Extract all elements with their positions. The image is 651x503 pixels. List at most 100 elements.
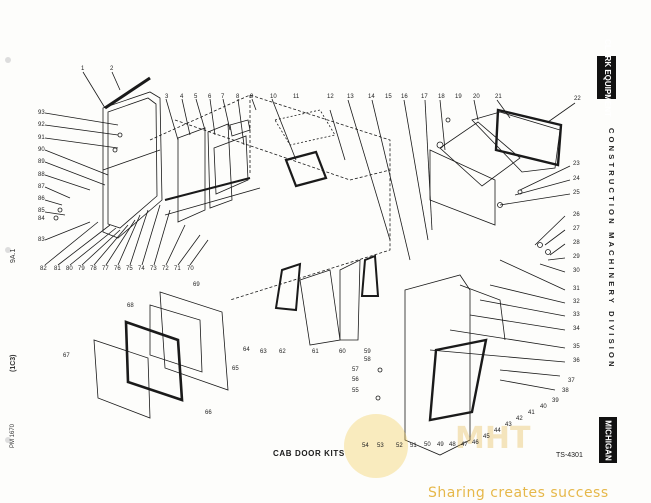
callout-19: 19 <box>455 94 462 100</box>
callout-7: 7 <box>221 94 225 100</box>
callout-87: 87 <box>38 184 45 190</box>
callout-30: 30 <box>573 268 580 274</box>
callout-5: 5 <box>194 94 198 100</box>
callout-16: 16 <box>401 94 408 100</box>
callout-69: 69 <box>193 282 200 288</box>
callout-28: 28 <box>573 240 580 246</box>
callout-47: 47 <box>461 442 468 448</box>
callout-59: 59 <box>364 349 371 355</box>
callout-18: 18 <box>438 94 445 100</box>
publication-date: PM 1670 <box>10 423 16 448</box>
callout-67: 67 <box>63 353 70 359</box>
callout-40: 40 <box>540 404 547 410</box>
callout-50: 50 <box>424 442 431 448</box>
callout-48: 48 <box>449 442 456 448</box>
callout-9: 9 <box>250 94 254 100</box>
callout-77: 77 <box>102 266 109 272</box>
callout-58: 58 <box>364 357 371 363</box>
callout-79: 79 <box>78 266 85 272</box>
callout-6: 6 <box>208 94 212 100</box>
callout-12: 12 <box>327 94 334 100</box>
callout-53: 53 <box>377 443 384 449</box>
callout-75: 75 <box>126 266 133 272</box>
callout-90: 90 <box>38 147 45 153</box>
callout-65: 65 <box>232 366 239 372</box>
callout-27: 27 <box>573 226 580 232</box>
callout-82: 82 <box>40 266 47 272</box>
callout-46: 46 <box>472 440 479 446</box>
callout-4: 4 <box>180 94 184 100</box>
callout-13: 13 <box>347 94 354 100</box>
callout-55: 55 <box>352 388 359 394</box>
callout-89: 89 <box>38 159 45 165</box>
callout-73: 73 <box>150 266 157 272</box>
callout-35: 35 <box>573 344 580 350</box>
callout-78: 78 <box>90 266 97 272</box>
callout-22: 22 <box>574 96 581 102</box>
diagram-caption: CAB DOOR KITS <box>273 449 345 458</box>
callout-71: 71 <box>174 266 181 272</box>
watermark-text: Sharing creates success <box>428 485 609 501</box>
callout-38: 38 <box>562 388 569 394</box>
callout-1: 1 <box>81 66 85 72</box>
callout-70: 70 <box>187 266 194 272</box>
callout-37: 37 <box>568 378 575 384</box>
callout-2: 2 <box>110 66 114 72</box>
callout-29: 29 <box>573 254 580 260</box>
callout-76: 76 <box>114 266 121 272</box>
callout-34: 34 <box>573 326 580 332</box>
callout-10: 10 <box>270 94 277 100</box>
callout-64: 64 <box>243 347 250 353</box>
svg-text:MHT: MHT <box>455 421 531 456</box>
callout-66: 66 <box>205 410 212 416</box>
callout-93: 93 <box>38 110 45 116</box>
callout-56: 56 <box>352 377 359 383</box>
callout-49: 49 <box>437 442 444 448</box>
callout-84: 84 <box>38 216 45 222</box>
callout-44: 44 <box>494 428 501 434</box>
callout-14: 14 <box>368 94 375 100</box>
callout-83: 83 <box>38 237 45 243</box>
callout-81: 81 <box>54 266 61 272</box>
section-code: (1C3) <box>10 354 17 372</box>
callout-20: 20 <box>473 94 480 100</box>
page-reference: 9A.1 <box>10 248 17 263</box>
callout-80: 80 <box>66 266 73 272</box>
callout-41: 41 <box>528 410 535 416</box>
callout-62: 62 <box>279 349 286 355</box>
callout-52: 52 <box>396 443 403 449</box>
diagram-part-number: TS-4301 <box>556 452 583 459</box>
callout-45: 45 <box>483 434 490 440</box>
callout-85: 85 <box>38 208 45 214</box>
callout-24: 24 <box>573 176 580 182</box>
callout-15: 15 <box>385 94 392 100</box>
callout-8: 8 <box>236 94 240 100</box>
clark-logo: CLARK EQUIPMENT <box>597 39 616 116</box>
callout-32: 32 <box>573 299 580 305</box>
callout-11: 11 <box>293 94 300 100</box>
division-title: CONSTRUCTION MACHINERY DIVISION <box>607 128 616 370</box>
callout-23: 23 <box>573 161 580 167</box>
callout-63: 63 <box>260 349 267 355</box>
callout-36: 36 <box>573 358 580 364</box>
callout-51: 51 <box>410 443 417 449</box>
callout-91: 91 <box>38 135 45 141</box>
callout-72: 72 <box>162 266 169 272</box>
callout-54: 54 <box>362 443 369 449</box>
callout-61: 61 <box>312 349 319 355</box>
callout-42: 42 <box>516 416 523 422</box>
callout-26: 26 <box>573 212 580 218</box>
michigan-logo: MICHIGAN <box>599 417 617 463</box>
callout-39: 39 <box>552 398 559 404</box>
michigan-logo-text: MICHIGAN <box>603 419 613 461</box>
callout-33: 33 <box>573 312 580 318</box>
callout-3: 3 <box>165 94 169 100</box>
callout-74: 74 <box>138 266 145 272</box>
callout-92: 92 <box>38 122 45 128</box>
callout-86: 86 <box>38 196 45 202</box>
callout-31: 31 <box>573 286 580 292</box>
callout-17: 17 <box>421 94 428 100</box>
callout-43: 43 <box>505 422 512 428</box>
